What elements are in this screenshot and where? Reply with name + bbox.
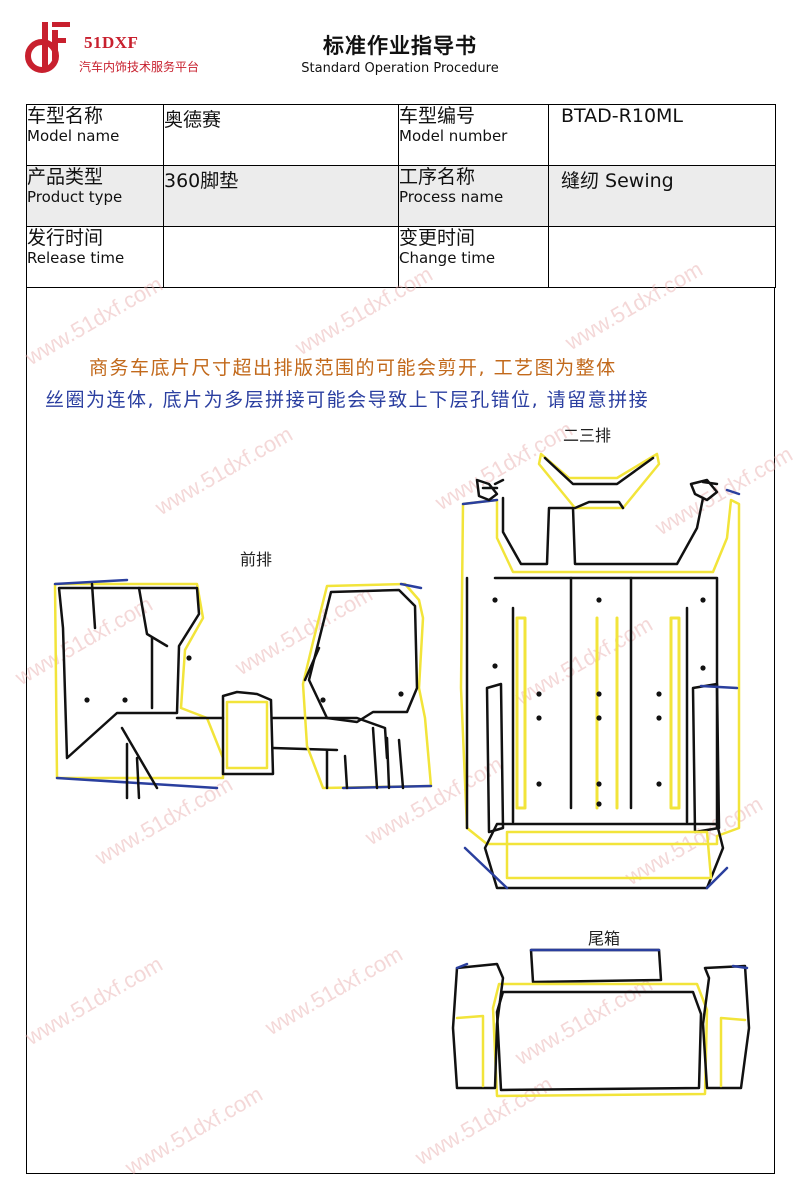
trunk-right-wing-blue [731,964,749,970]
brand-logo-icon [25,22,70,73]
front-right-mat-edge [341,582,433,790]
label-front-row: 前排 [240,550,273,569]
trunk-left-wing-blue [455,962,469,970]
second-row-main-mat [459,498,741,846]
table-row: 车型名称 Model name 奥德赛 车型编号 Model number BT… [26,104,776,166]
page-subtitle: Standard Operation Procedure [301,61,499,76]
trunk-left-wing [451,962,505,1090]
second-third-row-mats [459,452,741,890]
trunk-main-panel-inner [495,990,703,1092]
content-area: www.51dxf.com www.51dxf.com www.51dxf.co… [11,256,797,1180]
trunk-top-panel [529,948,663,984]
model-number-label: 车型编号 Model number [398,104,549,166]
front-row-holes [84,655,404,703]
front-right-mat-detail [303,646,405,790]
model-name-value: 奥德赛 [163,104,399,166]
top-center-wedge-inner [543,456,655,510]
label-trunk: 尾箱 [588,929,621,948]
trunk-main-panel [491,982,709,1098]
front-right-mat-inner [307,588,419,724]
product-type-value: 360脚垫 [163,165,399,227]
front-right-mat [301,582,433,790]
brand-tagline: 汽车内饰技术服务平台 [79,60,200,74]
second-row-blue-edge [461,488,741,690]
front-left-mat-inner [57,586,201,760]
trunk-right-wing [701,964,751,1090]
trunk-right-wing-edge [719,1016,747,1088]
table-row: 发行时间 Release time 变更时间 Change time [26,226,776,288]
label-second-third-row: 二三排 [563,426,612,445]
second-row-holes [492,597,706,807]
page-title: 标准作业指导书 [323,34,477,58]
second-row-right-strip [691,682,721,834]
third-row-bottom-inner [505,830,713,880]
process-note-line-1: 商务车底片尺寸超出排版范围的可能会剪开, 工艺图为整体 [89,357,617,379]
change-time-value [548,226,776,288]
info-table: 车型名称 Model name 奥德赛 车型编号 Model number BT… [26,104,776,288]
front-row-mats [53,578,433,800]
trunk-left-wing-edge [455,1014,485,1088]
process-note-line-2: 丝圈为连体, 底片为多层拼接可能会导致上下层孔错位, 请留意拼接 [45,389,650,411]
front-left-mat [53,582,225,780]
second-row-right-corner [689,478,719,502]
change-time-label: 变更时间 Change time [398,226,549,288]
process-name-label: 工序名称 Process name [398,165,549,227]
product-type-label: 产品类型 Product type [26,165,164,227]
top-center-wedge [537,452,661,510]
second-row-left-strip [485,682,505,834]
second-row-channels [511,576,689,824]
model-number-value: BTAD-R10ML [548,104,776,166]
front-center-tunnel [221,690,275,776]
release-time-label: 发行时间 Release time [26,226,164,288]
trunk-mats [451,948,751,1098]
release-time-value [163,226,399,288]
second-row-channels-yellow [515,616,681,810]
brand-name: 51DXF [84,33,139,52]
model-name-label: 车型名称 Model name [26,104,164,166]
front-left-mat-detail [90,582,169,800]
front-left-mat-edge [53,578,219,790]
front-center-tunnel-inner [225,700,269,770]
floor-mat-pattern-diagram [53,452,751,1098]
second-row-left-corner [475,478,505,502]
table-row: 产品类型 Product type 360脚垫 工序名称 Process nam… [26,165,776,227]
third-row-bottom-blue [463,846,729,890]
process-name-value: 缝纫 Sewing [548,165,776,227]
